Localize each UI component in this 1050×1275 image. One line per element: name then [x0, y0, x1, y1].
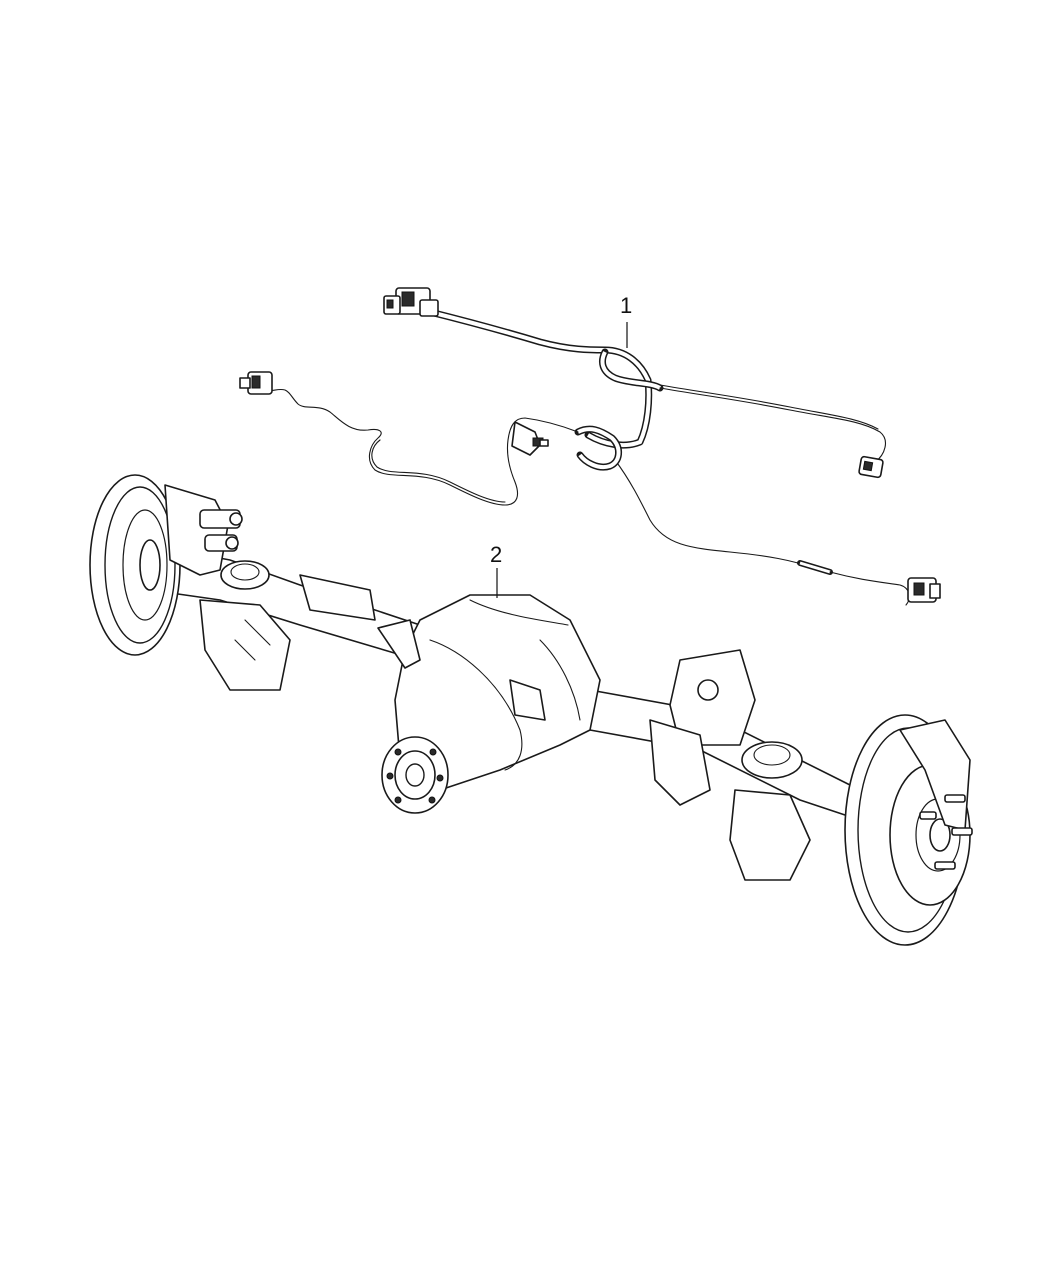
connector-center — [511, 421, 549, 456]
connector-top-cluster — [383, 287, 439, 317]
differential-housing — [394, 594, 601, 791]
center-bracket — [377, 619, 421, 669]
right-spring-perch — [741, 741, 803, 779]
right-lower-bracket — [729, 789, 811, 881]
wiring-harness — [239, 287, 941, 606]
right-bracket — [649, 649, 756, 806]
left-bracket — [199, 574, 376, 691]
connector-right-lower — [907, 577, 941, 603]
pinion-flange — [381, 736, 449, 814]
right-wheel-studs — [919, 794, 973, 870]
left-caliper — [164, 484, 243, 576]
callout-1-label: 1 — [620, 293, 632, 318]
callout-2-label: 2 — [490, 542, 502, 567]
connector-right-upper — [858, 455, 884, 479]
left-spring-perch — [220, 560, 270, 590]
left-brake-rotor — [89, 474, 181, 656]
connector-left — [239, 371, 273, 395]
rear-axle-assembly — [89, 474, 973, 946]
